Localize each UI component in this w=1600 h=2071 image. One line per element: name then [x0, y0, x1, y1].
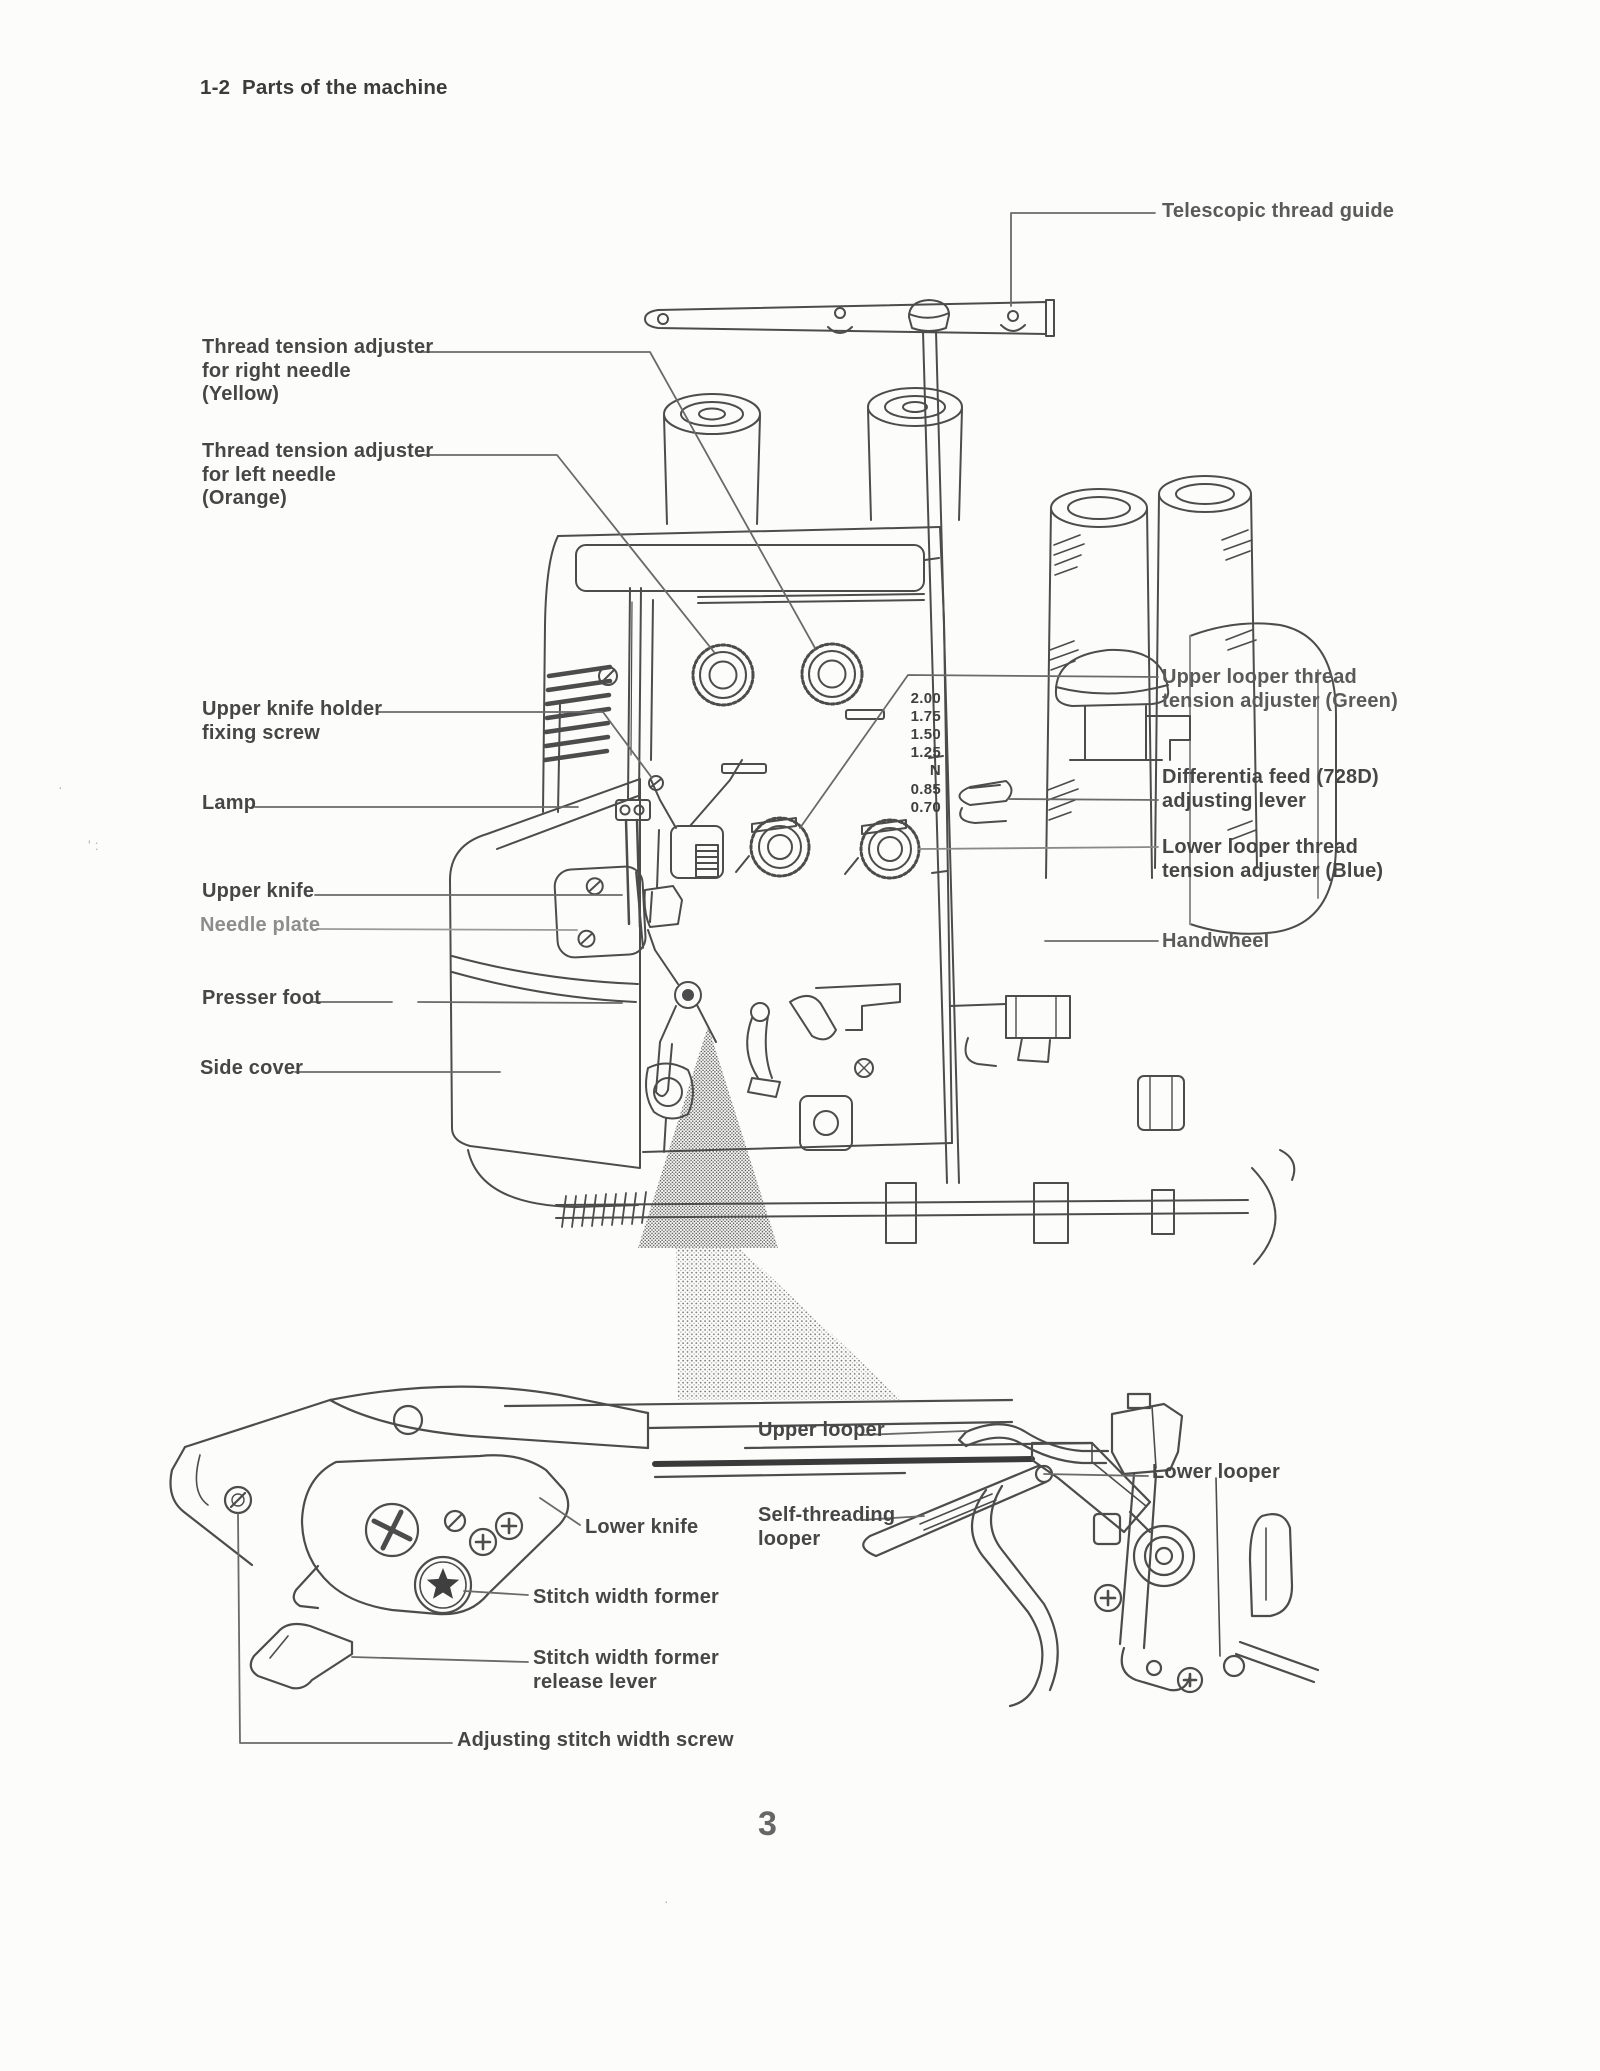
label-stitch-width-former-release-lever: Stitch width former release lever: [533, 1647, 720, 1693]
telescopic-thread-guide-part: [644, 299, 1055, 1184]
label-lower-looper: Lower looper: [1152, 1461, 1280, 1483]
scale-value-200: 2.00: [910, 690, 941, 707]
scale-value-n: N: [929, 762, 941, 779]
label-presser-foot: Presser foot: [202, 987, 322, 1009]
label-telescopic-thread-guide: Telescopic thread guide: [1162, 200, 1395, 222]
scan-artifact: ·: [58, 779, 63, 795]
needle-plate-part: [553, 865, 647, 959]
needle-bar-part: [598, 587, 654, 929]
label-differential-feed-lever: Differentia feed (728D) adjusting lever: [1162, 766, 1379, 812]
feed-lever-part: [958, 780, 1013, 824]
scan-artifact: ' :: [88, 837, 99, 853]
spool-stand: [1054, 648, 1191, 761]
label-upper-knife: Upper knife: [202, 880, 315, 902]
section-title: 1-2 Parts of the machine: [200, 76, 448, 99]
label-lamp: Lamp: [202, 792, 257, 814]
leader-lines: [237, 212, 1159, 1744]
label-upper-looper-thread-tension: Upper looper thread tension adjuster (Gr…: [1162, 666, 1398, 712]
upper-knife-holder-part: [648, 759, 743, 879]
label-thread-tension-left-needle: Thread tension adjuster for left needle …: [202, 440, 434, 509]
linkage-cluster: [645, 929, 1071, 1153]
presser-foot-part: [643, 829, 683, 928]
scale-value-070: 0.70: [910, 799, 941, 816]
knife-detail: [169, 1385, 1152, 1690]
label-lower-knife: Lower knife: [585, 1516, 699, 1538]
machine-body: [542, 526, 953, 1153]
page-number: 3: [758, 1805, 778, 1843]
scan-artifact: ·: [664, 1893, 669, 1909]
label-upper-looper: Upper looper: [758, 1419, 885, 1441]
looper-detail: [862, 1392, 1320, 1708]
label-lower-looper-thread-tension: Lower looper thread tension adjuster (Bl…: [1162, 836, 1384, 882]
spools: [663, 387, 1258, 879]
zoom-arrow: [638, 1026, 902, 1400]
handwheel-part: [1189, 622, 1337, 935]
label-stitch-width-former: Stitch width former: [533, 1586, 720, 1608]
scale-value-175: 1.75: [910, 708, 941, 725]
label-side-cover: Side cover: [200, 1057, 304, 1079]
label-adjusting-stitch-width-screw: Adjusting stitch width screw: [457, 1729, 734, 1751]
scale-value-150: 1.50: [910, 726, 941, 743]
label-upper-knife-holder-fixing-screw: Upper knife holder fixing screw: [202, 698, 383, 744]
tension-dials: [691, 642, 921, 880]
label-handwheel: Handwheel: [1162, 930, 1270, 952]
scale-value-125: 1.25: [910, 744, 941, 761]
label-self-threading-looper: Self-threading looper: [758, 1504, 896, 1550]
side-cover-part: [449, 778, 641, 1208]
scale-value-085: 0.85: [910, 781, 941, 798]
label-thread-tension-right-needle: Thread tension adjuster for right needle…: [202, 336, 434, 405]
label-needle-plate: Needle plate: [200, 914, 321, 936]
